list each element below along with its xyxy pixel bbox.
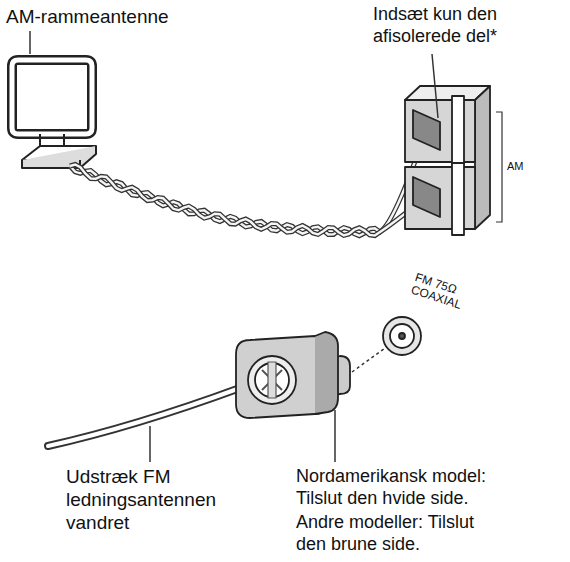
- bracket: [496, 112, 502, 222]
- wire-strand: [70, 165, 426, 236]
- terminal-label: AM: [507, 160, 537, 173]
- instruction-note: Indsæt kun den afisolerede del*: [355, 4, 515, 47]
- wire-strand: [70, 130, 426, 236]
- wire-strand: [70, 165, 426, 236]
- insertion-line: [352, 346, 388, 372]
- leader-line: [432, 54, 438, 118]
- am-loop-antenna: [12, 60, 96, 168]
- leader-line: [334, 410, 336, 462]
- am-terminal-block: [405, 86, 490, 235]
- leader-line: [149, 426, 151, 462]
- instruction-note: Andre modeller: Tilslut den brune side.: [296, 512, 501, 555]
- fm-wire-antenna: [48, 388, 240, 446]
- leader-line: [29, 31, 31, 54]
- instruction-note: Udstræk FM ledningsantennen vandret: [66, 466, 241, 534]
- wire-strand: [70, 130, 426, 236]
- twisted-wire: [70, 130, 426, 236]
- fm-coaxial-socket: [383, 317, 421, 355]
- jack-label: FM 75Ω COAXIAL: [410, 271, 477, 314]
- instruction-note: Nordamerikansk model: Tilslut den hvide …: [296, 466, 536, 509]
- part-name: AM-rammeantenne: [6, 6, 206, 29]
- fm-adapter: [236, 332, 350, 418]
